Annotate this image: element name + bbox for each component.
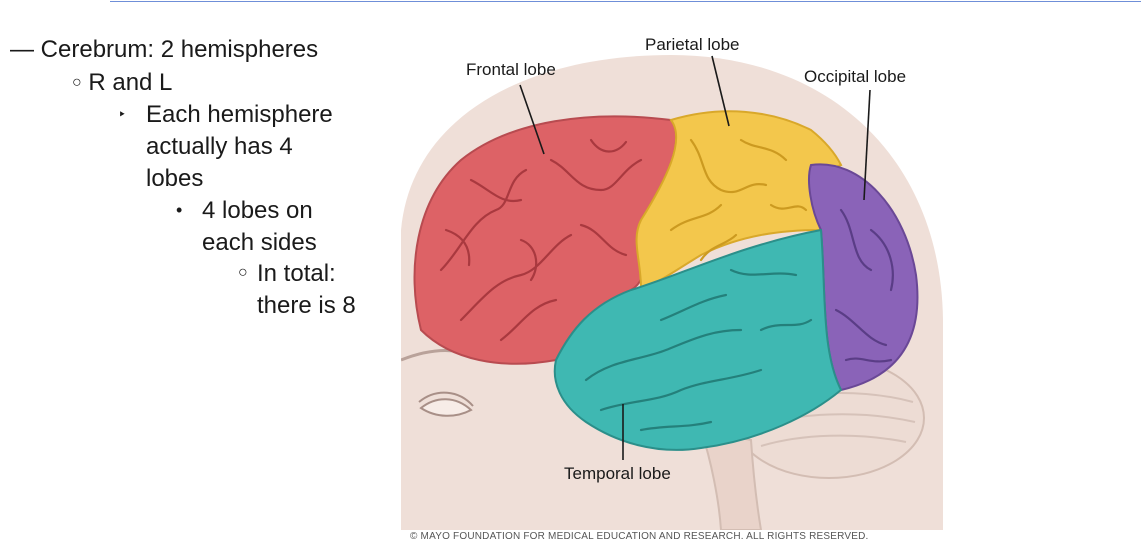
circle-marker: ○ [72, 74, 82, 91]
eye-lid [418, 391, 474, 407]
level-3-text-line-1: Each hemisphere [146, 101, 333, 128]
copyright-credit: © MAYO FOUNDATION FOR MEDICAL EDUCATION … [410, 531, 869, 542]
level-5-text-line-1: In total: [257, 260, 336, 287]
occipital-lobe-label: Occipital lobe [804, 67, 907, 86]
title-divider [110, 1, 1141, 2]
brainstem [699, 428, 763, 530]
outline-level-1: — Cerebrum: 2 hemispheres [10, 34, 318, 66]
occipital-leader [863, 89, 871, 201]
frontal-leader [519, 84, 545, 155]
level-3-text-line-3: lobes [146, 165, 204, 192]
outline-level-2: ○ R and L [72, 67, 172, 102]
parietal-leader [711, 55, 730, 127]
occipital-lobe [808, 163, 919, 392]
parietal-lobe [635, 110, 843, 290]
parietal-lobe-label: Parietal lobe [645, 35, 740, 54]
temporal-lobe [553, 228, 843, 451]
level-4-text-line-1: 4 lobes on [202, 197, 313, 224]
temporal-lobe-label: Temporal lobe [564, 464, 671, 483]
level-2-text: R and L [88, 69, 173, 96]
dot-marker: • [176, 200, 183, 220]
dash-marker: — [10, 36, 34, 63]
brain-lobes-illustration: Frontal lobe Parietal lobe Occipital lob… [401, 30, 943, 530]
brain-drawing [401, 55, 943, 530]
frontal-lobe-label: Frontal lobe [466, 60, 556, 79]
circle-marker: ○ [238, 264, 248, 281]
level-3-text-line-2: actually has 4 [146, 133, 293, 160]
triangle-marker: ‣ [118, 106, 127, 122]
bullet-outline: — Cerebrum: 2 hemispheres ○ R and L ‣ Ea… [0, 0, 400, 330]
level-5-text-line-2: there is 8 [257, 292, 356, 319]
level-4-text-line-2: each sides [202, 229, 317, 256]
eye [419, 398, 473, 417]
level-1-text: Cerebrum: 2 hemispheres [40, 36, 319, 63]
